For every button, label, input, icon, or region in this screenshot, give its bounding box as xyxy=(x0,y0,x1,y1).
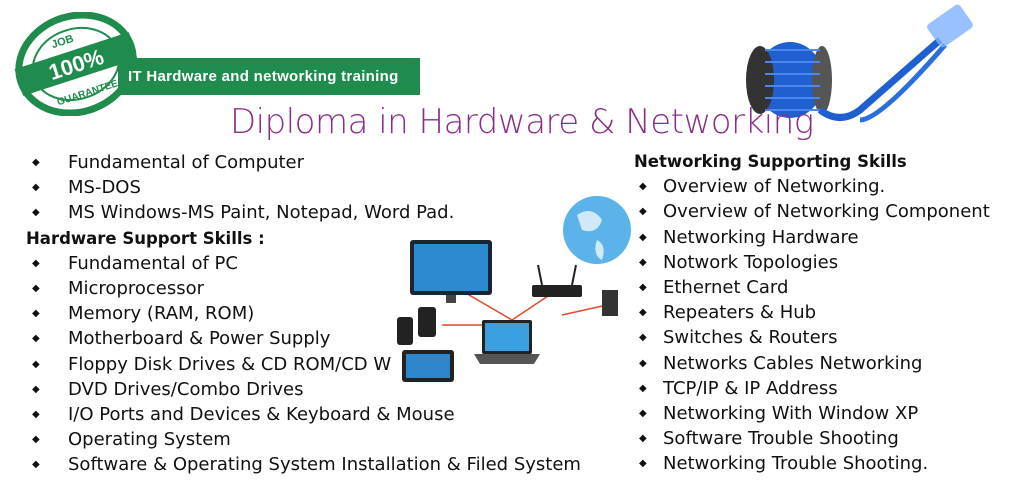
list-item: Fundamental of PC xyxy=(30,251,581,276)
list-item: Overview of Networking. xyxy=(638,174,990,199)
hardware-skills-list: Fundamental of ComputerMS-DOSMS Windows-… xyxy=(26,150,581,477)
page-title: Diploma in Hardware & Networking xyxy=(230,102,814,142)
list-item: Memory (RAM, ROM) xyxy=(30,301,581,326)
network-devices-image xyxy=(397,196,631,382)
network-cable-spool-image xyxy=(746,4,973,123)
list-item: Fundamental of Computer xyxy=(30,150,581,175)
list-item: Networks Cables Networking xyxy=(638,351,990,376)
networking-skills-list: Networking Supporting SkillsOverview of … xyxy=(634,149,990,476)
training-banner: IT Hardware and networking training xyxy=(118,58,420,95)
list-item: Overview of Networking Component xyxy=(638,199,990,224)
section-heading: Hardware Support Skills : xyxy=(26,228,265,248)
list-item: Networking With Window XP xyxy=(638,401,990,426)
list-item: Networking Hardware xyxy=(638,225,990,250)
list-item: TCP/IP & IP Address xyxy=(638,376,990,401)
list-item: MS Windows-MS Paint, Notepad, Word Pad. xyxy=(30,200,581,225)
list-item: Switches & Routers xyxy=(638,325,990,350)
list-item: Networking Trouble Shooting. xyxy=(638,451,990,476)
list-item: I/O Ports and Devices & Keyboard & Mouse xyxy=(30,402,581,427)
list-item: Motherboard & Power Supply xyxy=(30,326,581,351)
list-item: Floppy Disk Drives & CD ROM/CD W xyxy=(30,352,581,377)
job-guarantee-stamp: 100% JOB GUARANTEE xyxy=(14,12,138,116)
list-item: DVD Drives/Combo Drives xyxy=(30,377,581,402)
section-heading: Networking Supporting Skills xyxy=(634,152,907,171)
list-item: Microprocessor xyxy=(30,276,581,301)
list-item: Repeaters & Hub xyxy=(638,300,990,325)
list-item: Software Trouble Shooting xyxy=(638,426,990,451)
list-item: Operating System xyxy=(30,427,581,452)
list-item: Software & Operating System Installation… xyxy=(30,452,581,477)
list-item: Notwork Topologies xyxy=(638,250,990,275)
list-item: Ethernet Card xyxy=(638,275,990,300)
list-item: MS-DOS xyxy=(30,175,581,200)
